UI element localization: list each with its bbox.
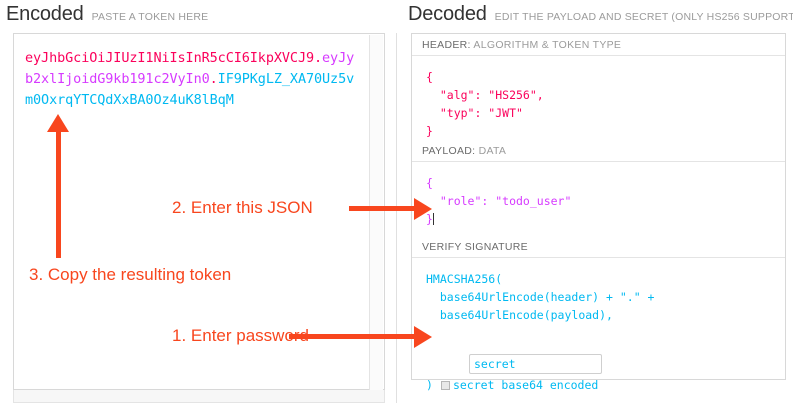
annotation-arrow-2-head — [414, 198, 432, 220]
annotation-arrow-2-shaft — [349, 206, 419, 211]
decoded-title: Decoded — [408, 3, 487, 25]
token-signature-segment: IF9PKgLZ_XA70Uz5vm0OxrqYTCQdXxBA0Oz4uK8l… — [25, 71, 355, 108]
header-section-label: HEADER: ALGORITHM & TOKEN TYPE — [412, 34, 785, 56]
encoded-vertical-scrollbar[interactable] — [369, 35, 383, 390]
token-dot-2: . — [209, 71, 218, 87]
payload-section-label-strong: PAYLOAD: — [422, 145, 476, 157]
decoded-payload-section: PAYLOAD: DATA { "role": "todo_user" } — [412, 140, 785, 236]
signature-line-1: HMACSHA256( — [426, 272, 503, 286]
closing-paren: ) — [426, 378, 433, 392]
base64-encoded-row: ) secret base64 encoded — [426, 378, 598, 392]
signature-section-label-strong: VERIFY SIGNATURE — [422, 241, 528, 253]
token-dot-1: . — [314, 50, 323, 66]
encoded-title: Encoded — [6, 3, 84, 25]
payload-json-text: { "role": "todo_user" } — [426, 176, 572, 226]
payload-section-label-rest: DATA — [478, 145, 507, 157]
token-header-segment: eyJhbGciOiJIUzI1NiIsInR5cCI6IkpXVCJ9 — [25, 50, 314, 66]
header-json-body[interactable]: { "alg": "HS256", "typ": "JWT" } — [426, 70, 544, 138]
annotation-enter-password: 1. Enter password — [172, 326, 310, 345]
signature-line-2: base64UrlEncode(header) + "." + — [426, 290, 655, 304]
encoded-column-heading: Encoded PASTE A TOKEN HERE — [6, 3, 208, 26]
decoded-panel: HEADER: ALGORITHM & TOKEN TYPE { "alg": … — [411, 33, 786, 392]
annotation-arrow-1-head — [414, 326, 432, 348]
signature-section-label: VERIFY SIGNATURE — [412, 236, 785, 258]
base64-encoded-checkbox[interactable] — [440, 380, 450, 390]
signature-formula: HMACSHA256( base64UrlEncode(header) + ".… — [412, 258, 785, 330]
signature-line-3: base64UrlEncode(payload), — [426, 308, 613, 322]
decoded-column-heading: Decoded EDIT THE PAYLOAD AND SECRET (ONL… — [408, 3, 793, 26]
annotation-enter-json: 2. Enter this JSON — [172, 198, 313, 217]
decoded-header-section: HEADER: ALGORITHM & TOKEN TYPE { "alg": … — [412, 34, 785, 140]
header-section-label-rest: ALGORITHM & TOKEN TYPE — [473, 39, 622, 51]
base64-encoded-label: secret base64 encoded — [452, 378, 599, 392]
decoded-subtitle: EDIT THE PAYLOAD AND SECRET (ONLY HS256 … — [494, 11, 793, 23]
token-payload-segment: eyJyb2xlIjoidG9kb191c2VyIn0 — [25, 50, 355, 87]
annotation-copy-token: 3. Copy the resulting token — [29, 265, 232, 284]
encoded-token-text[interactable]: eyJhbGciOiJIUzI1NiIsInR5cCI6IkpXVCJ9.eyJ… — [25, 48, 361, 111]
payload-json-body[interactable]: { "role": "todo_user" } — [412, 162, 785, 234]
annotation-arrow-1-shaft — [289, 334, 419, 339]
annotation-arrow-3-head — [47, 114, 69, 132]
payload-section-label: PAYLOAD: DATA — [412, 140, 785, 162]
secret-input[interactable] — [469, 354, 602, 374]
text-caret — [432, 213, 434, 225]
encoded-subtitle: PASTE A TOKEN HERE — [91, 11, 209, 23]
decoded-signature-section: VERIFY SIGNATURE HMACSHA256( base64UrlEn… — [412, 236, 785, 392]
column-divider — [396, 33, 397, 403]
header-section-label-strong: HEADER: — [422, 39, 471, 51]
encoded-token-panel[interactable]: eyJhbGciOiJIUzI1NiIsInR5cCI6IkpXVCJ9.eyJ… — [13, 33, 385, 390]
encoded-horizontal-scrollbar[interactable] — [13, 390, 385, 403]
annotation-arrow-3-shaft — [56, 130, 61, 258]
